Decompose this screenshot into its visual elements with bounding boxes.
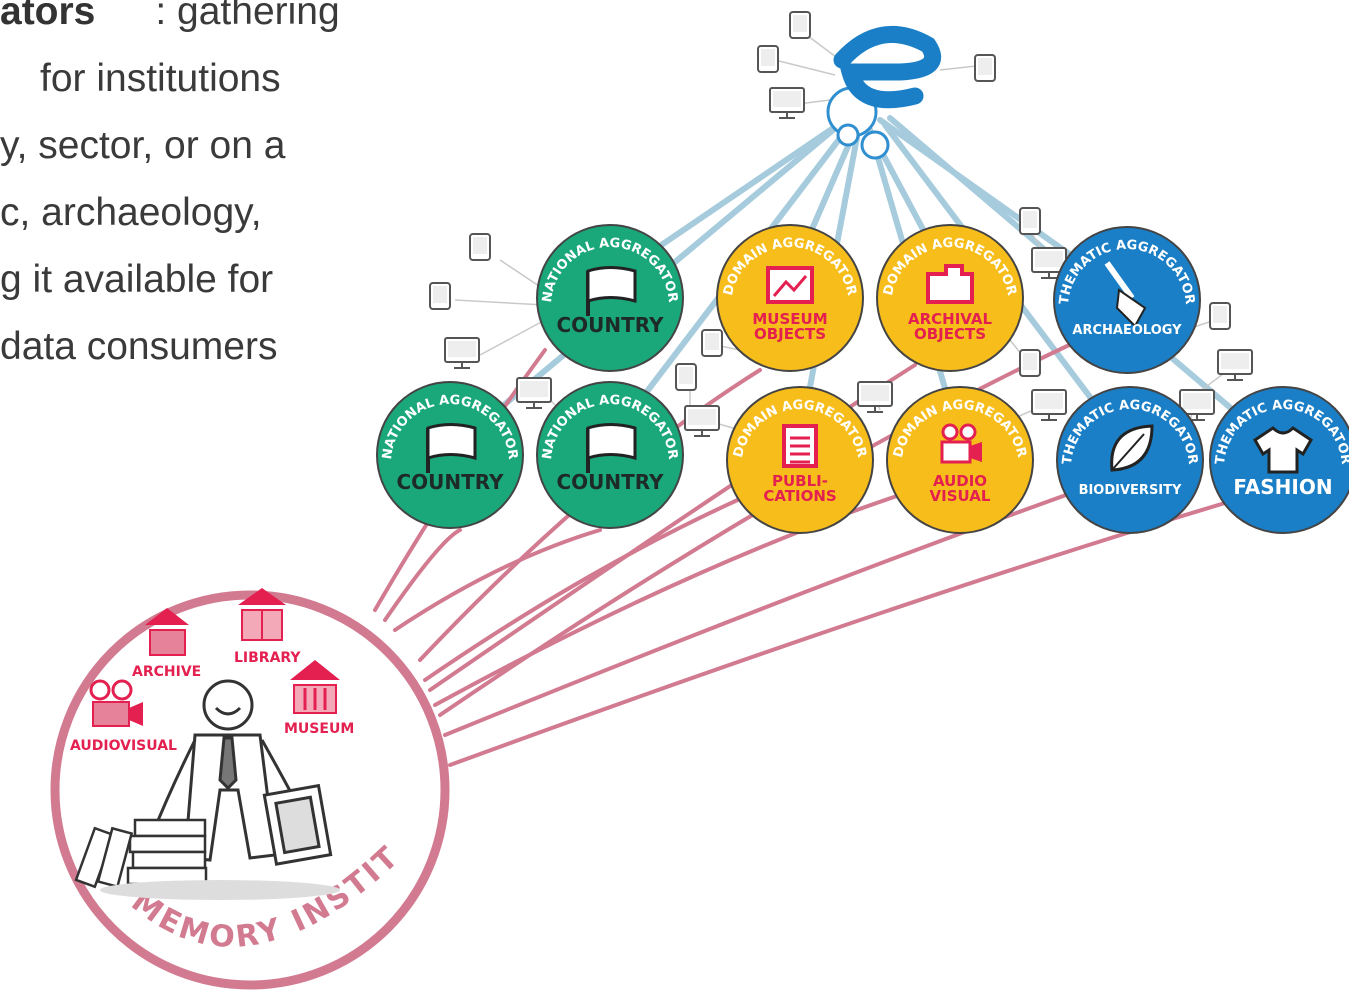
aggregator-label: FASHION [1233,475,1332,499]
aggregator-label: ARCHAEOLOGY [1072,323,1182,338]
aggregator-label: OBJECTS [754,325,826,343]
flag-icon [586,423,637,473]
picture-icon [766,266,814,304]
tablet-icon [789,11,811,39]
tablet-icon [1019,349,1041,377]
tablet-icon [1209,302,1231,330]
museum-icon [290,660,340,714]
document-icon [782,424,818,468]
shovel-icon [1104,261,1147,328]
monitor-icon [516,377,552,409]
aggregator-10: THEMATIC AGGREGATORFASHION [1209,386,1349,534]
folder-icon [926,264,974,304]
tablet-icon [675,363,697,391]
monitor-icon [769,87,805,119]
intro-line-1: : gathering [155,0,340,33]
aggregator-label: COUNTRY [556,313,664,337]
picture-frame-icon [262,783,333,866]
archive-icon [145,608,189,656]
intro-text: ators : gathering for institutions y, sec… [0,0,430,380]
aggregator-label: MUSEUM [752,310,827,328]
monitor-icon [444,337,480,369]
archive-label: ARCHIVE [132,664,201,680]
tablet-icon [974,54,996,82]
intro-line-4: c, archaeology, [0,191,262,234]
monitor-icon [1031,389,1067,421]
intro-line-5: g it available for [0,258,274,301]
aggregator-label: ARCHIVAL [908,310,993,328]
tablet-icon [429,282,451,310]
camera-icon [940,423,982,464]
shirt-icon [1253,426,1313,474]
tablet-icon [1019,207,1041,235]
aggregator-label: CATIONS [763,487,836,505]
monitor-icon [857,381,893,413]
tablet-icon [701,329,723,357]
aggregator-label: VISUAL [930,487,991,505]
monitor-icon [684,405,720,437]
library-icon [238,588,286,641]
aggregator-label: AUDIO [933,472,987,490]
aggregator-label: COUNTRY [556,470,664,494]
tablet-icon [757,45,779,73]
flag-icon [426,423,477,473]
intro-line-3: y, sector, or on a [0,124,286,167]
intro-line-2: for institutions [40,57,281,100]
film-camera-icon [89,679,143,727]
audiovisual-label: AUDIOVISUAL [70,738,177,754]
europeana-hub-logo [826,25,942,160]
tablet-icon [469,233,491,261]
aggregator-label: OBJECTS [914,325,986,343]
intro-line-6: data consumers [0,325,278,368]
aggregator-label: BIODIVERSITY [1079,483,1182,498]
flag-icon [586,266,637,316]
memory-institutions: MEMORY INSTITUTIONS ARCHIVE LIBRARY MUSE… [0,0,450,990]
museum-label: MUSEUM [284,721,354,737]
library-label: LIBRARY [234,650,301,666]
monitor-icon [1217,349,1253,381]
aggregator-label: COUNTRY [396,470,504,494]
person-figure [148,679,302,862]
intro-bold-term: ators [0,0,96,33]
aggregator-label: PUBLI- [772,472,828,490]
books-stack [74,818,208,889]
leaf-icon [1110,424,1154,472]
